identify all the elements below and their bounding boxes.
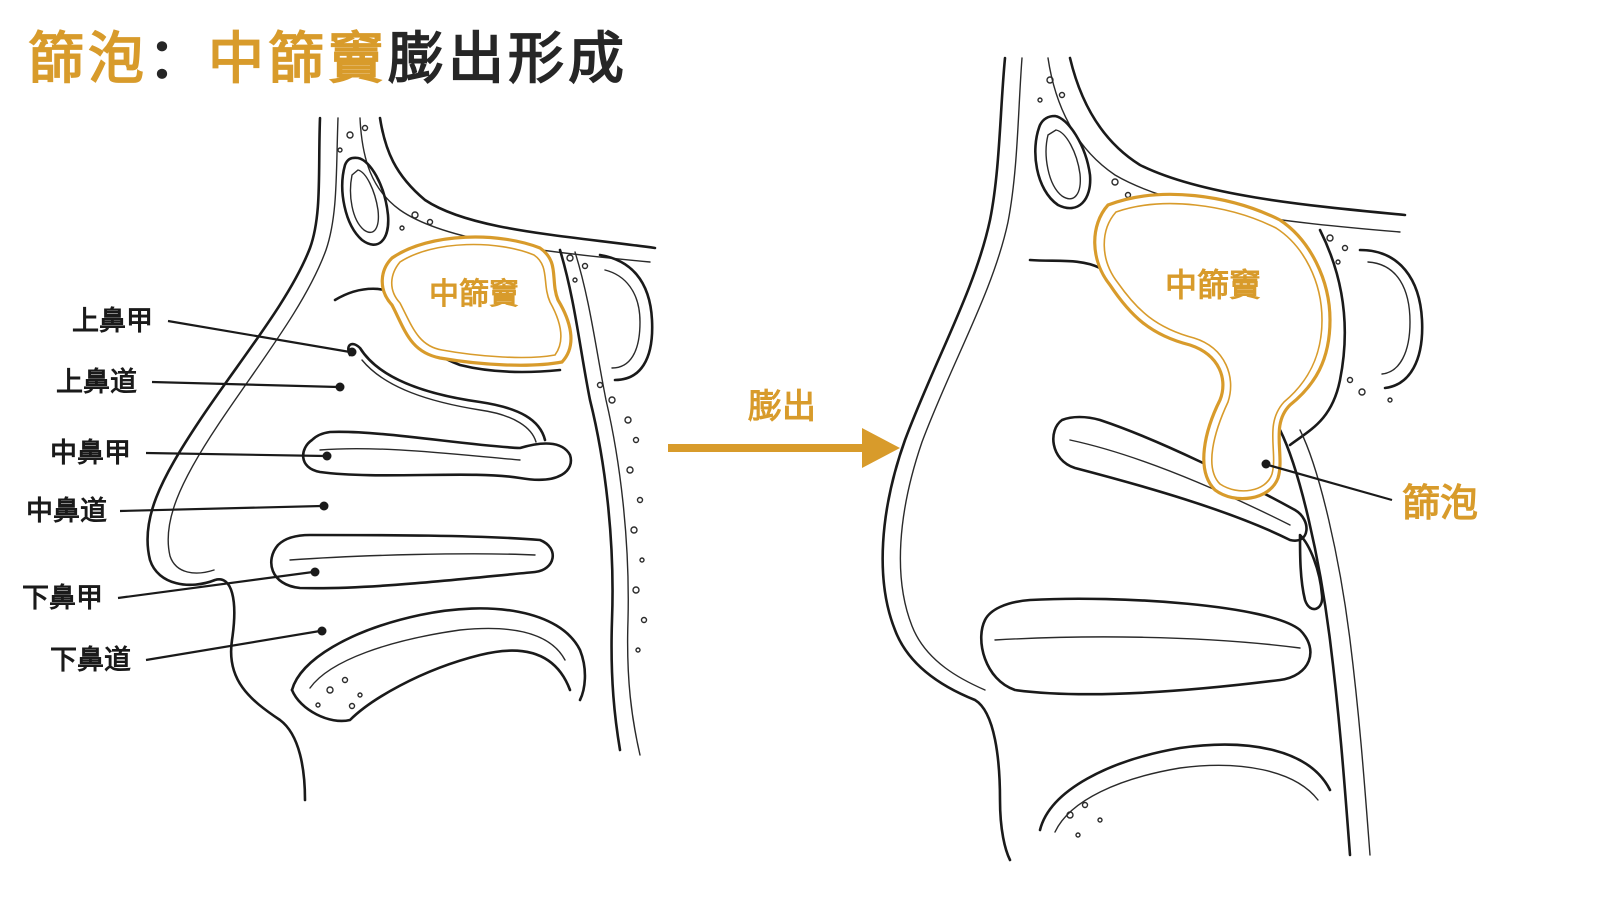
title-part-formation: 膨出形成 xyxy=(388,27,628,92)
right-sinus-label: 中篩竇 xyxy=(1165,266,1261,304)
left-anatomy-drawing xyxy=(146,116,657,802)
label-superior-turbinate: 上鼻甲 xyxy=(72,306,153,337)
right-anatomy-drawing xyxy=(881,56,1424,862)
left-sinus-label: 中篩竇 xyxy=(429,277,519,312)
left-leaders xyxy=(117,319,357,662)
label-middle-turbinate: 中鼻甲 xyxy=(50,438,131,469)
bulge-arrow xyxy=(668,428,900,468)
label-inferior-turbinate: 下鼻甲 xyxy=(22,583,103,614)
label-superior-meatus: 上鼻道 xyxy=(56,366,137,398)
label-middle-meatus: 中鼻道 xyxy=(26,495,107,527)
bulla-leader xyxy=(1261,459,1393,502)
bulla-label: 篩泡 xyxy=(1402,481,1478,525)
label-inferior-meatus: 下鼻道 xyxy=(50,644,131,676)
page-title: 篩泡：中篩竇膨出形成 xyxy=(28,14,628,95)
title-colon: ： xyxy=(148,27,208,92)
title-part-sinus: 中篩竇 xyxy=(208,27,388,92)
title-part-bulla: 篩泡 xyxy=(28,27,148,92)
arrow-label: 膨出 xyxy=(747,387,816,427)
